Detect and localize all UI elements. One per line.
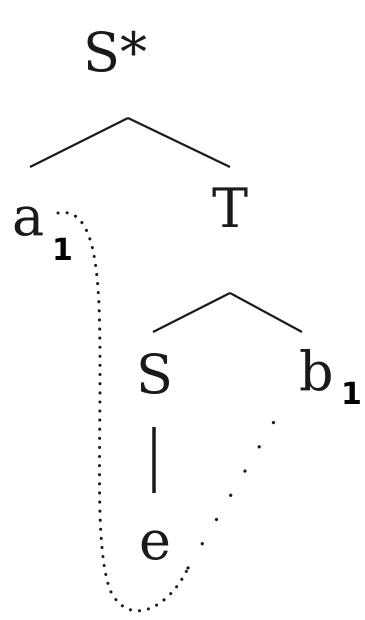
edge-t-b — [229, 292, 303, 333]
node-e: e — [139, 509, 171, 572]
edge-root-a — [29, 117, 129, 168]
edge-root-t — [127, 117, 231, 168]
dotted-link-e-b — [186, 406, 284, 570]
node-t: T — [212, 177, 249, 240]
node-s: S — [136, 343, 173, 406]
node-a-index: 1 — [52, 233, 73, 268]
node-b-index: 1 — [341, 377, 362, 412]
dotted-link-a-e — [56, 211, 190, 613]
node-a: a — [12, 185, 45, 248]
edge-t-s — [152, 292, 231, 333]
node-b: b — [299, 340, 334, 403]
node-root: S* — [83, 21, 147, 84]
